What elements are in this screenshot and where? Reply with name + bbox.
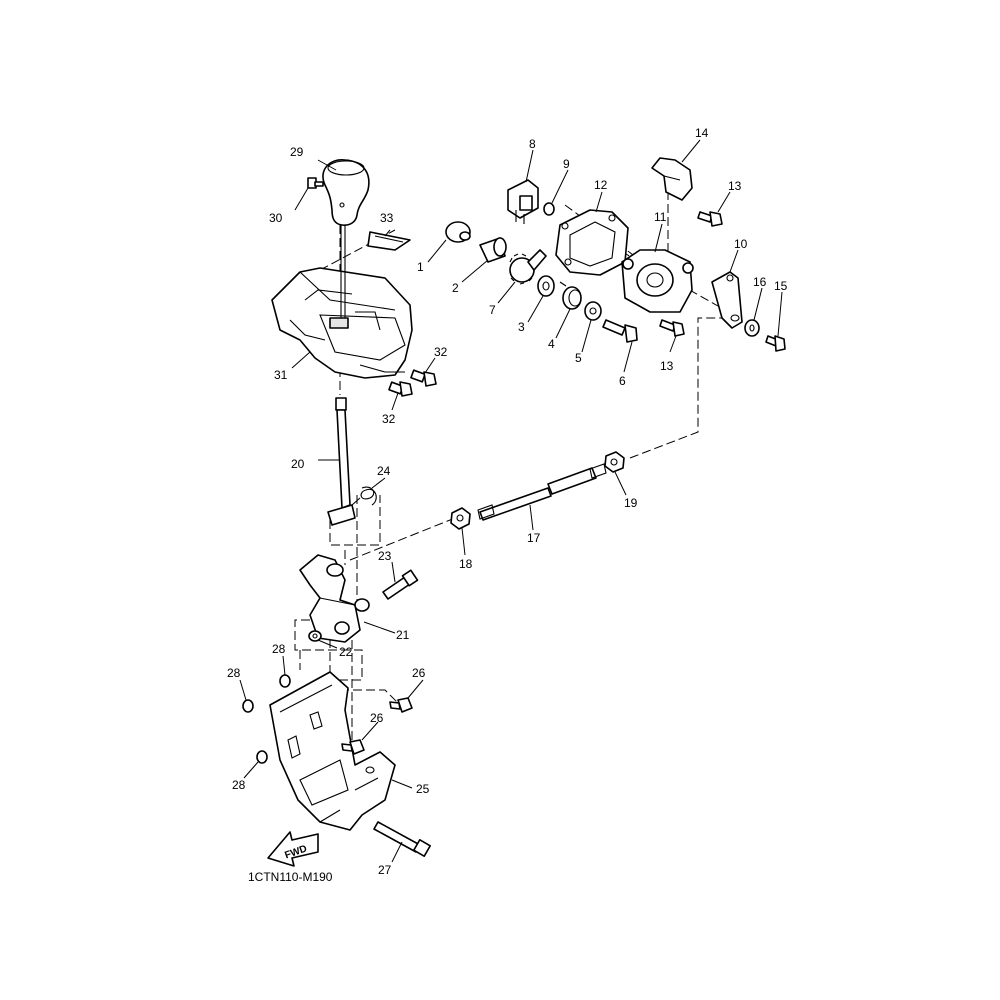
callout-30: 30 [269,211,283,225]
part-13-screw-lower[interactable] [659,319,685,337]
part-20-shift-lever[interactable] [327,397,356,526]
callout-32-lower: 32 [382,412,396,426]
part-27-long-bolt[interactable] [373,821,431,857]
part-1-bushing[interactable] [445,221,471,243]
part-15-bolt[interactable] [765,335,786,352]
part-28-washer-lower[interactable] [256,750,268,764]
callout-10: 10 [734,237,748,251]
callout-11: 11 [654,210,667,224]
part-17-shift-rod[interactable] [477,463,607,521]
part-5-washer[interactable] [584,301,602,321]
part-28-washer-upper[interactable] [279,674,291,688]
part-30-screw[interactable] [307,177,324,189]
part-2-collar[interactable] [479,237,507,263]
part-26-bolt-upper[interactable] [389,697,413,713]
callout-14: 14 [695,126,709,140]
callout-23: 23 [378,549,392,563]
callout-leaders [239,139,783,863]
callout-5: 5 [575,351,582,365]
part-8-switch[interactable] [507,179,539,224]
part-23-bolt[interactable] [382,569,419,600]
callout-17: 17 [527,531,541,545]
part-31-control-housing[interactable] [271,225,413,379]
callout-28-lower: 28 [232,778,246,792]
callout-28-upper: 28 [272,642,286,656]
callout-7: 7 [489,303,496,317]
callout-8: 8 [529,137,536,151]
callout-27: 27 [378,863,392,877]
callout-22: 22 [339,645,353,659]
part-18-nut[interactable] [450,507,471,530]
part-12-gasket[interactable] [555,209,629,276]
callout-4: 4 [548,337,555,351]
callout-1: 1 [417,260,424,274]
callout-29: 29 [290,145,304,159]
part-13-screw-upper[interactable] [697,211,723,227]
part-4-spring[interactable] [559,281,582,310]
callout-6: 6 [619,374,626,388]
callout-33: 33 [380,211,394,225]
part-6-bolt[interactable] [602,319,638,343]
part-29-shift-knob[interactable] [322,159,370,226]
part-28-washer-middle[interactable] [242,699,254,713]
callout-21: 21 [396,628,410,642]
callout-15: 15 [774,279,788,293]
part-16-washer[interactable] [744,319,760,337]
part-22-washer[interactable] [308,630,322,642]
callout-18: 18 [459,557,473,571]
callout-20: 20 [291,457,305,471]
part-10-lever[interactable] [711,271,743,329]
callout-26-upper: 26 [412,666,426,680]
part-25-mounting-bracket[interactable] [269,671,396,831]
part-26-bolt-lower[interactable] [341,739,365,755]
callout-16: 16 [753,275,767,289]
callout-13-upper: 13 [728,179,742,193]
part-11-housing[interactable] [621,249,694,313]
callout-19: 19 [624,496,638,510]
callout-32-upper: 32 [434,345,448,359]
part-32-bolt-lower[interactable] [388,381,413,397]
part-14-clip[interactable] [651,157,693,201]
part-7-gear[interactable] [509,249,547,285]
callout-28-middle: 28 [227,666,241,680]
callout-25: 25 [416,782,430,796]
callout-2: 2 [452,281,459,295]
part-24-spring[interactable] [351,486,377,506]
callout-12: 12 [594,178,608,192]
callout-31: 31 [274,368,288,382]
part-9-o-ring[interactable] [543,202,555,216]
part-33-label[interactable] [367,231,411,251]
callout-13-lower: 13 [660,359,674,373]
part-19-nut[interactable] [604,451,625,473]
diagram-code: 1CTN110-M190 [248,870,333,884]
callout-labels: 29 30 33 31 32 32 20 24 23 21 22 18 17 1… [227,126,788,884]
callout-3: 3 [518,320,525,334]
callout-26-lower: 26 [370,711,384,725]
callout-9: 9 [563,157,570,171]
part-3-washer[interactable] [537,275,555,297]
fwd-direction-arrow: FWD [267,831,319,867]
part-32-bolt-upper[interactable] [410,369,437,387]
part-21-shift-bracket[interactable] [299,554,370,643]
callout-24: 24 [377,464,391,478]
